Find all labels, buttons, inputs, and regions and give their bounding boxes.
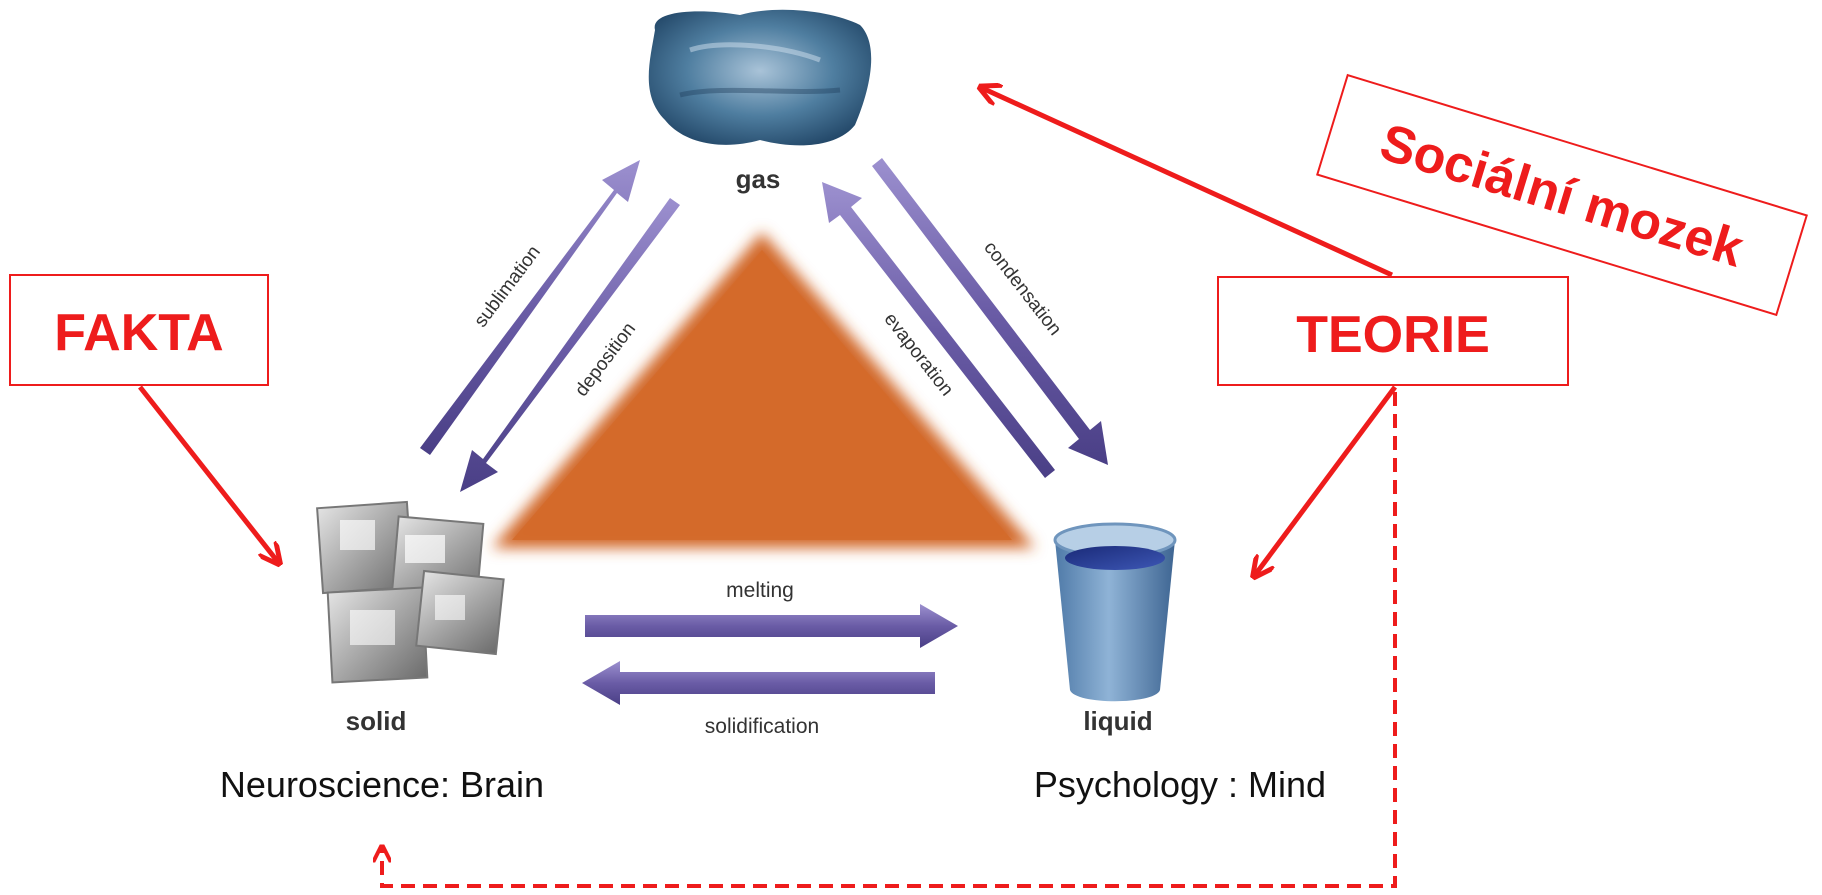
teorie-to-gas-arrow bbox=[982, 88, 1394, 278]
deposition-arrow bbox=[460, 198, 680, 492]
teorie-text: TEORIE bbox=[1296, 306, 1490, 364]
melting-label: melting bbox=[726, 579, 794, 602]
teorie-box bbox=[1217, 276, 1569, 386]
fakta-to-solid-arrow bbox=[138, 385, 278, 562]
evaporation-arrow bbox=[822, 182, 1055, 478]
condensation-arrow bbox=[872, 158, 1108, 465]
ice-cubes bbox=[316, 500, 505, 684]
liquid-label: liquid bbox=[1083, 706, 1152, 736]
solidification-label: solidification bbox=[705, 715, 819, 738]
fakta-text: FAKTA bbox=[54, 304, 223, 362]
fakta-box bbox=[9, 274, 269, 386]
gas-cloud bbox=[648, 9, 872, 146]
solidification-arrow bbox=[582, 661, 935, 705]
sublimation-arrow bbox=[420, 160, 640, 455]
solid-label: solid bbox=[346, 706, 407, 736]
sublimation-label: sublimation bbox=[470, 242, 545, 331]
liquid-beaker bbox=[1053, 522, 1177, 702]
teorie-to-brain-dashed-arrow bbox=[382, 392, 1397, 888]
teorie-to-liquid-arrow bbox=[1255, 385, 1398, 575]
gas-label: gas bbox=[736, 164, 781, 194]
melting-arrow bbox=[585, 604, 958, 648]
liquid-caption: Psychology : Mind bbox=[1034, 764, 1326, 805]
solid-caption: Neuroscience: Brain bbox=[220, 764, 544, 805]
